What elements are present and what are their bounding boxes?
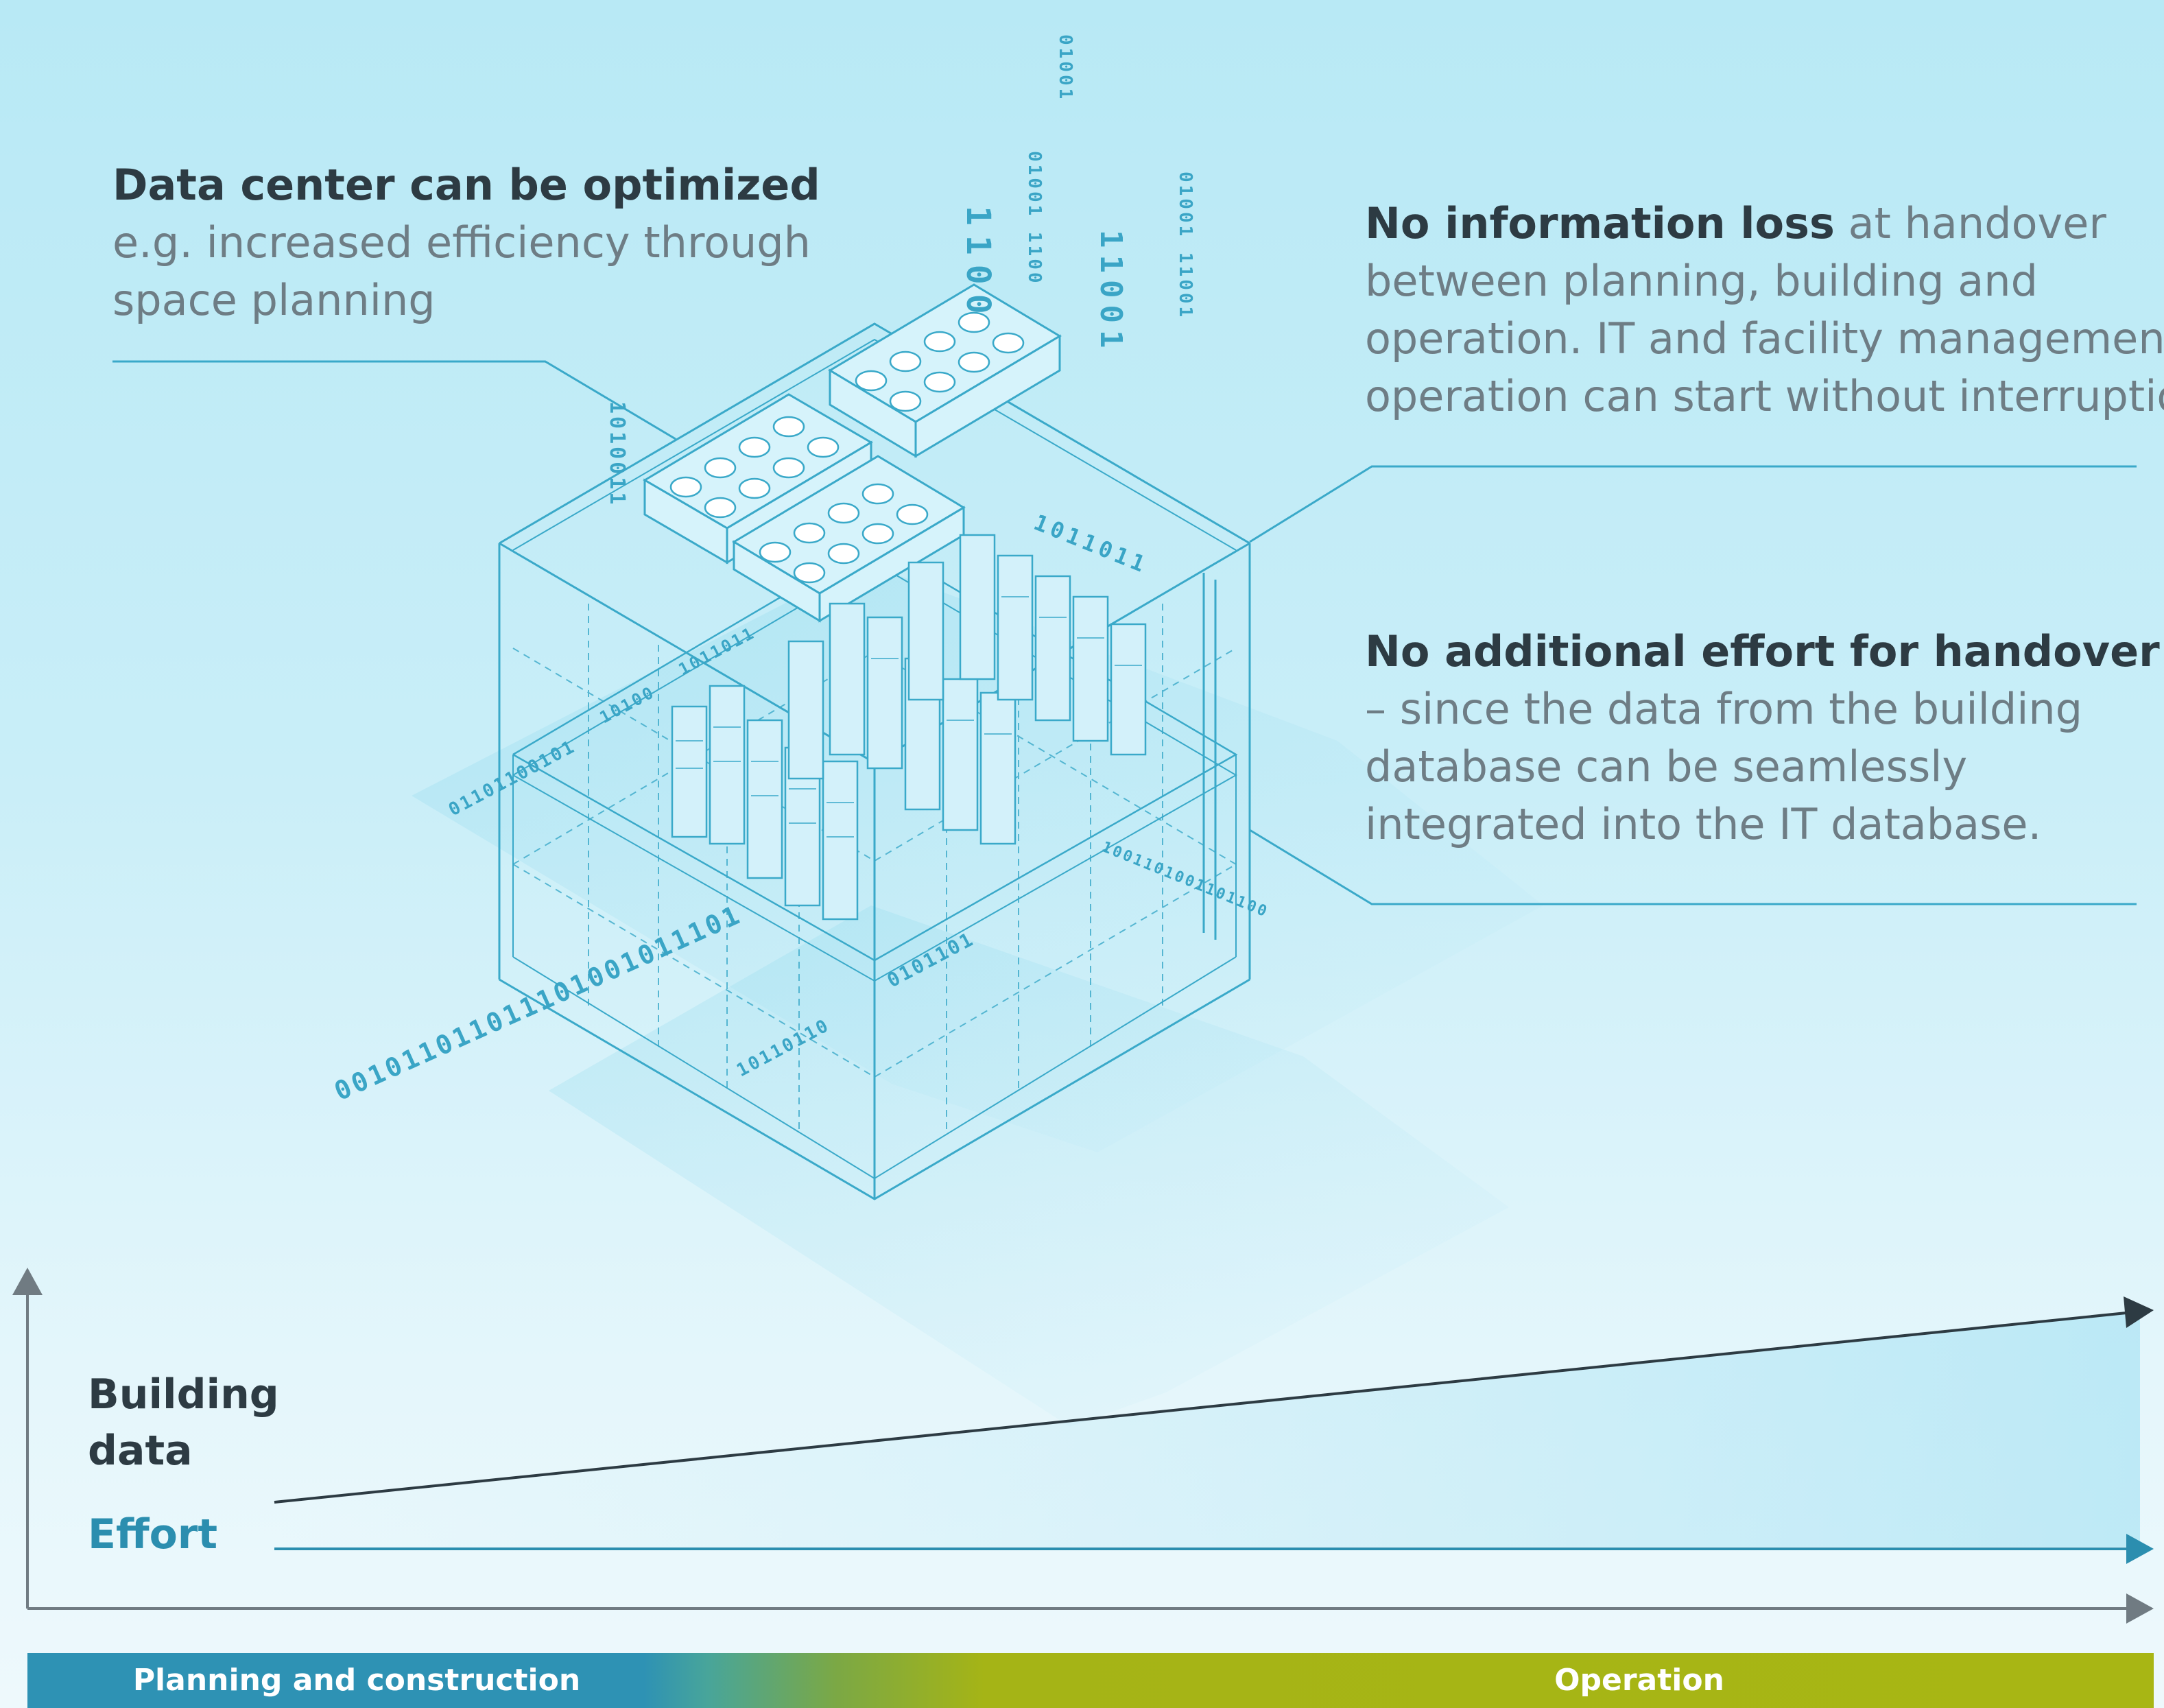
- leader-line-effort: [1249, 829, 2137, 905]
- phase-operation-label: Operation: [1554, 1663, 1724, 1698]
- server-racks: [671, 534, 1147, 921]
- binary-col4: 01001 1100: [1024, 151, 1045, 286]
- optimization-title: Data center can be optimized: [112, 160, 820, 210]
- information-loss-note: No information loss at handover between …: [1365, 195, 2164, 425]
- fan-icons: [669, 311, 1025, 584]
- binary-col6: 1010011: [605, 401, 629, 507]
- optimization-note: Data center can be optimized e.g. increa…: [112, 156, 901, 329]
- information-loss-line4: operation can start without interruption: [1365, 371, 2164, 421]
- leader-line-info-loss: [1249, 465, 2137, 543]
- y-axis-arrow: [12, 1268, 43, 1295]
- x-axis-arrow: [2126, 1593, 2154, 1624]
- optimization-body: e.g. increased efficiency through space …: [112, 217, 811, 325]
- additional-effort-body: – since the data from the building datab…: [1365, 684, 2083, 849]
- leader-line-optimized: [112, 360, 676, 440]
- building-data-arrow: [2124, 1296, 2154, 1328]
- additional-effort-title: No additional effort for handover: [1365, 626, 2160, 676]
- binary-col2: 11001: [1093, 230, 1128, 355]
- building-data-area: [274, 1312, 2140, 1547]
- effort-chart: [12, 1268, 2154, 1624]
- phase-planning-label: Planning and construction: [132, 1663, 581, 1698]
- information-loss-title: No information loss: [1365, 198, 1835, 248]
- rooftop-units: [643, 283, 1062, 623]
- building-data-line: [274, 1312, 2127, 1504]
- phase-bar: Planning and construction Operation: [27, 1653, 2154, 1708]
- information-loss-line3: operation. IT and facility management: [1365, 313, 2164, 364]
- binary-diag1: 1011011: [1030, 509, 1152, 578]
- binary-col1: 1100: [959, 206, 997, 324]
- information-loss-line2: between planning, building and: [1365, 256, 2038, 306]
- binary-col3: 01001: [1055, 34, 1075, 102]
- building: [498, 322, 1251, 1200]
- rack-details: [676, 596, 1142, 838]
- information-loss-rest: at handover: [1834, 198, 2106, 248]
- additional-effort-note: No additional effort for handover – sinc…: [1365, 623, 2164, 853]
- effort-label: Effort: [88, 1510, 218, 1558]
- leader-lines: [112, 360, 2137, 905]
- building-data-label: Building data: [88, 1371, 279, 1475]
- effort-arrow: [2126, 1534, 2154, 1564]
- binary-col5: 01001 11001: [1175, 171, 1196, 320]
